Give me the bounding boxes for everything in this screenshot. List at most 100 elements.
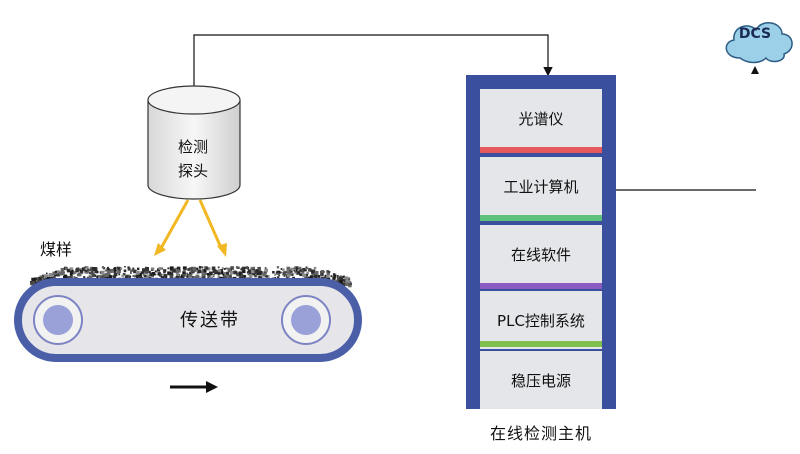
coal-particle (122, 272, 126, 276)
coal-particle (148, 270, 151, 274)
coal-particle (106, 268, 110, 271)
coal-particle (151, 275, 154, 278)
coal-particle (184, 267, 186, 270)
coal-particle (280, 268, 283, 270)
coal-particle (144, 270, 148, 274)
right-roller (281, 295, 331, 345)
coal-particle (240, 275, 243, 277)
coal-particle (58, 271, 63, 276)
coal-particle (74, 271, 77, 274)
coal-particle (236, 273, 240, 277)
coal-particle (211, 266, 216, 271)
module-industrial-computer: 工业计算机 (480, 157, 602, 215)
coal-particle (126, 274, 130, 278)
coal-particle (295, 268, 299, 272)
coal-particle (69, 272, 73, 276)
coal-particle (175, 270, 179, 274)
coal-particle (41, 274, 46, 278)
coal-particle (241, 266, 246, 271)
coal-particle (90, 270, 95, 275)
coal-particle (115, 266, 117, 269)
coal-particle (265, 274, 268, 278)
coal-particle (169, 266, 174, 271)
coal-particle (262, 272, 267, 276)
coal-particle (199, 276, 201, 279)
coal-particle (246, 271, 249, 274)
coal-particle (222, 273, 225, 276)
coal-particle (217, 272, 221, 275)
probe-label-line: 检测 (177, 138, 208, 156)
coal-particle (245, 266, 249, 269)
coal-particle (39, 275, 42, 278)
coal-particle (146, 275, 150, 279)
detection-beam (154, 199, 227, 257)
conveyor-belt-label: 传送带 (180, 310, 240, 331)
coal-particle (344, 276, 349, 281)
coal-particle (264, 268, 268, 273)
coal-particle (81, 267, 86, 272)
coal-particle (178, 269, 181, 273)
coal-particle (190, 268, 195, 273)
coal-particle (182, 273, 186, 277)
coal-particle (342, 275, 345, 278)
coal-particle (129, 275, 132, 278)
coal-particle (142, 268, 146, 272)
coal-particle (257, 266, 261, 271)
coal-particle (85, 270, 88, 272)
coal-particle (163, 274, 167, 278)
coal-particle (135, 270, 140, 275)
coal-particle (189, 267, 193, 271)
coal-particle (192, 266, 197, 271)
coal-particle (107, 266, 110, 269)
coal-particle (92, 267, 96, 271)
coal-particle (236, 266, 238, 268)
coal-particle (235, 267, 238, 269)
coal-particle (218, 276, 221, 279)
coal-particle (32, 278, 36, 282)
coal-particle (132, 267, 135, 270)
coal-particle (244, 275, 247, 278)
coal-particle (274, 277, 276, 279)
coal-particle (328, 270, 331, 273)
coal-particle (279, 271, 282, 274)
coal-particle (85, 271, 87, 273)
coal-particle (160, 273, 163, 276)
coal-particle (151, 269, 153, 271)
coal-particle (276, 270, 279, 274)
coal-particle (215, 269, 218, 272)
coal-particle (182, 271, 185, 274)
coal-particle (132, 275, 135, 278)
coal-particle (320, 272, 324, 276)
coal-particle (217, 275, 220, 277)
coal-particle (101, 266, 104, 269)
coal-particle (91, 273, 95, 278)
coal-particle (67, 276, 70, 279)
coal-particle (190, 276, 195, 280)
coal-particle (345, 279, 349, 283)
coal-particle (36, 278, 40, 282)
coal-particle (227, 267, 231, 272)
coal-particle (106, 270, 111, 275)
coal-particle (53, 275, 56, 279)
coal-particle (282, 272, 286, 276)
coal-particle (237, 266, 240, 269)
coal-particle (306, 267, 309, 270)
module-separator (480, 341, 602, 347)
coal-particle (220, 268, 223, 272)
coal-particle (169, 275, 174, 279)
coal-particle (33, 281, 37, 285)
coal-particle (317, 275, 321, 278)
coal-particle (140, 271, 144, 275)
coal-particle (344, 282, 349, 286)
coal-particle (156, 268, 161, 272)
coal-particle (295, 266, 299, 270)
coal-particle (264, 267, 267, 269)
coal-particle (113, 272, 118, 277)
coal-particle (336, 278, 341, 283)
coal-particle (259, 276, 262, 279)
coal-particle (117, 266, 121, 271)
coal-particle (169, 273, 172, 276)
module-online-software: 在线软件 (480, 225, 602, 283)
coal-particle (90, 267, 94, 271)
coal-particle (223, 274, 227, 278)
